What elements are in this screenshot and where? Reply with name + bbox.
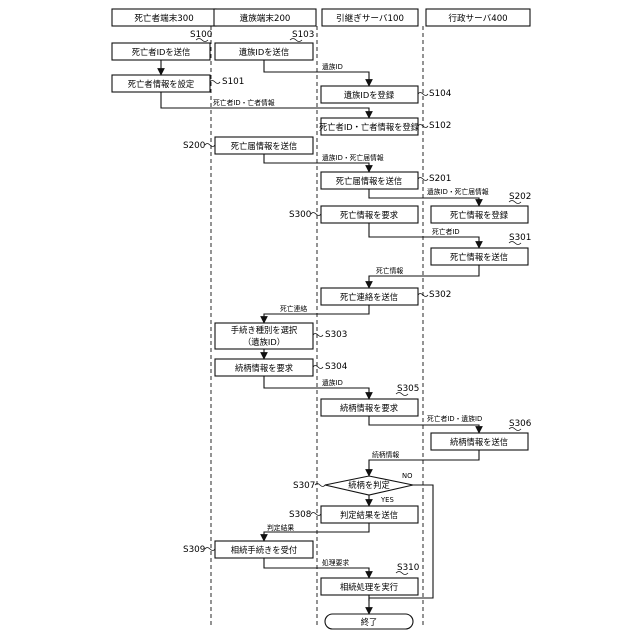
step-id-label: S307 [293,481,315,491]
step-id-label: S303 [325,330,347,340]
message-label: 判定結果 [267,523,294,532]
step-s306-box: 続柄情報を送信 [431,433,528,450]
step-label: 続柄情報を要求 [235,363,294,373]
step-s307-decision: 続柄を判定 [325,476,413,495]
message-label: 遺族ID [322,62,343,71]
decision-yes-label: YES [380,496,394,504]
step-s200-box: 死亡届情報を送信 [215,137,313,154]
step-s101-box: 死亡者情報を設定 [112,75,210,92]
step-id-label: S300 [289,210,312,220]
lane-label: 行政サーバ400 [448,12,507,24]
step-id-label: S309 [183,545,205,555]
lane-header-bereaved-terminal: 遺族端末200 [214,9,316,26]
message-label: 遺族ID・死亡届情報 [427,187,489,196]
step-s304-box: 続柄情報を要求 [215,359,313,376]
connector [369,223,479,248]
connector [264,558,369,578]
step-s310-box: 相続処理を実行 [321,578,418,595]
step-label: 死亡情報を要求 [340,210,399,220]
step-s303-box: 手続き種別を選択 （遺族ID） [215,323,313,349]
lane-label: 死亡者端末300 [134,12,193,24]
step-label: 続柄情報を送信 [450,437,508,447]
step-s102-box: 死亡者ID・亡者情報を登録 [319,118,420,135]
step-id-leader [205,144,215,147]
step-label: 死亡者情報を設定 [128,79,194,89]
step-s308-box: 判定結果を送信 [321,506,418,523]
step-id-label: S101 [222,77,244,87]
step-id-label: S103 [292,30,314,40]
step-id-label: S102 [429,121,451,131]
message-label: 処理要求 [322,558,349,567]
end-terminator: 終了 [325,614,413,629]
step-s302-box: 死亡連絡を送信 [321,288,418,305]
step-s309-box: 相続手続きを受付 [215,541,313,558]
message-label: 死亡者ID・遺族ID [427,414,482,423]
step-s202-box: 死亡情報を登録 [431,206,528,223]
connector [264,60,369,86]
step-label: 相続手続きを受付 [231,545,297,555]
step-id-label: S304 [325,362,348,372]
step-label: 遺族IDを登録 [344,90,395,100]
message-label: 続柄情報 [372,450,399,459]
step-id-label: S200 [183,141,206,151]
step-id-label: S308 [289,510,311,520]
message-label: 遺族ID [322,378,343,387]
step-label-secondary: （遺族ID） [243,337,285,347]
step-id-leader [210,81,220,84]
step-s100-box: 死亡者IDを送信 [112,43,210,60]
message-label: 死亡情報 [376,266,403,275]
step-id-leader [313,366,323,369]
step-id-label: S201 [429,174,451,184]
message-label: 死亡連絡 [280,304,307,313]
step-id-label: S100 [190,30,213,40]
step-id-leader [205,548,215,551]
step-s104-box: 遺族IDを登録 [321,86,418,103]
end-label: 終了 [361,617,378,627]
step-id-leader [313,334,323,337]
step-label: 死亡情報を登録 [450,210,509,220]
step-s305-box: 続柄情報を要求 [321,399,418,416]
step-id-label: S104 [429,89,452,99]
message-label: 死亡者ID・亡者情報 [213,98,275,107]
step-label: 判定結果を送信 [340,510,398,520]
lane-header-admin-server: 行政サーバ400 [426,9,530,26]
step-id-label: S302 [429,290,451,300]
lane-label: 引継ぎサーバ100 [336,12,404,24]
lane-header-transfer-server: 引継ぎサーバ100 [322,9,418,26]
lane-header-deceased-terminal: 死亡者端末300 [112,9,216,26]
step-label: 続柄を判定 [348,480,390,490]
step-label: 死亡連絡を送信 [340,292,398,302]
step-id-leader [315,484,325,487]
step-label: 遺族IDを送信 [239,47,289,57]
step-label: 続柄情報を要求 [340,403,399,413]
step-s201-box: 死亡届情報を送信 [321,172,418,189]
connector [264,376,369,399]
step-label: 死亡届情報を送信 [336,176,402,186]
step-label: 相続処理を実行 [340,582,398,592]
step-label: 死亡情報を送信 [450,252,508,262]
step-label: 手続き種別を選択 [231,325,298,335]
message-label: 遺族ID・死亡届情報 [322,153,384,162]
step-label: 死亡者ID・亡者情報を登録 [319,122,420,132]
message-label: 死亡者ID [432,227,460,236]
decision-no-label: NO [402,472,412,480]
step-s103-box: 遺族IDを送信 [215,43,313,60]
step-id-leader [311,213,321,216]
step-label: 死亡届情報を送信 [231,141,297,151]
step-s300-box: 死亡情報を要求 [321,206,418,223]
lane-label: 遺族端末200 [240,12,291,24]
step-label: 死亡者IDを送信 [132,47,191,57]
step-s301-box: 死亡情報を送信 [431,248,528,265]
step-id-leader [311,513,321,516]
